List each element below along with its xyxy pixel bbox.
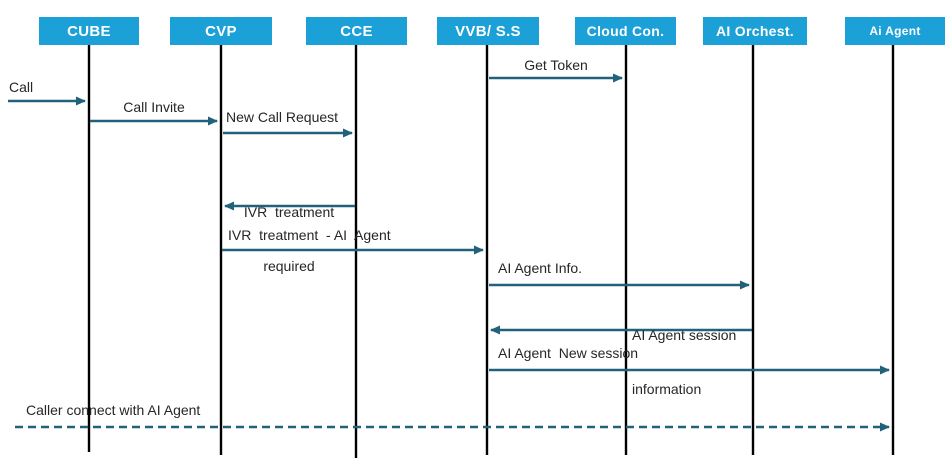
actor-label-cce: CCE	[340, 22, 373, 40]
message-label-ai-agent-info: AI Agent Info.	[498, 260, 583, 276]
message-label-ai-agent-new-session: AI Agent New session	[498, 345, 639, 361]
message-label-call: Call	[9, 79, 34, 95]
actor-box-cvp: CVP	[170, 17, 272, 45]
actor-box-cloud-con: Cloud Con.	[575, 17, 676, 45]
actor-label-ai-orchest: AI Orchest.	[716, 23, 794, 39]
actor-box-cce: CCE	[306, 17, 407, 45]
actor-box-ai-orchest: AI Orchest.	[703, 17, 807, 45]
actor-label-vvb-ss: VVB/ S.S	[455, 22, 521, 40]
actor-box-vvb-ss: VVB/ S.S	[437, 17, 539, 45]
message-label-ivr-treatment-required: IVR treatment required	[223, 168, 355, 310]
message-label-ai-agent-session-information: AI Agent session information	[632, 291, 736, 433]
actor-label-cloud-con: Cloud Con.	[586, 23, 665, 39]
actor-box-ai-agent: Ai Agent	[845, 17, 945, 45]
actor-label-cube: CUBE	[67, 22, 111, 40]
message-label-new-call-request: New Call Request	[226, 109, 339, 125]
actor-label-cvp: CVP	[205, 22, 237, 40]
message-label-caller-connect-with-ai-agent: Caller connect with AI Agent	[26, 402, 201, 418]
message-label-call-invite: Call Invite	[123, 99, 185, 115]
message-label-ivr-treatment-ai-agent: IVR treatment - AI Agent	[228, 227, 391, 243]
message-label-line: required	[263, 258, 315, 274]
message-label-line: AI Agent session	[632, 327, 737, 343]
actor-label-ai-agent: Ai Agent	[869, 24, 921, 38]
actor-box-cube: CUBE	[39, 17, 139, 45]
message-label-line: IVR treatment	[243, 204, 335, 220]
message-label-line: information	[632, 381, 702, 397]
message-label-get-token: Get Token	[524, 57, 588, 73]
